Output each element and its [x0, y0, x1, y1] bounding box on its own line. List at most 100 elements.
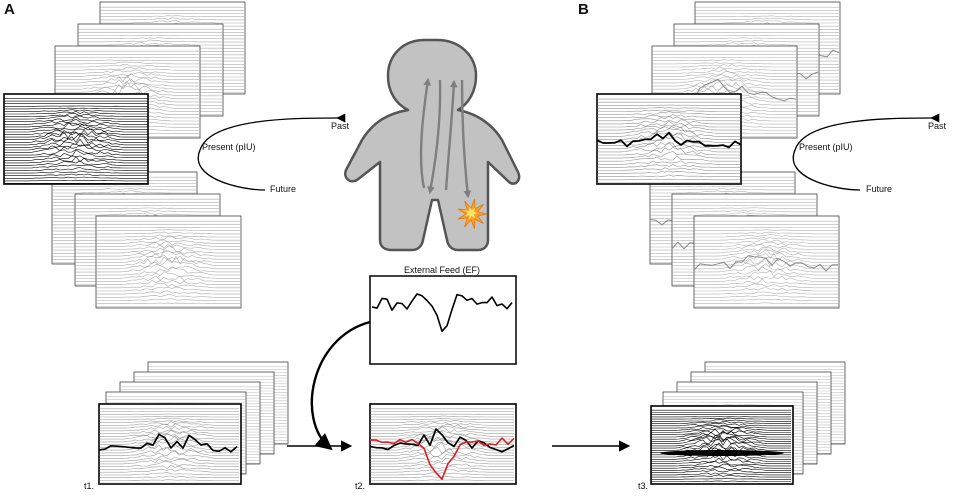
human-figure	[344, 38, 521, 252]
ridge-line	[597, 174, 741, 177]
ridge-line	[694, 298, 838, 301]
ridge-line	[695, 15, 839, 17]
ridge-line	[4, 176, 148, 179]
ridge-line	[650, 190, 794, 194]
ridge-line	[4, 143, 148, 153]
ridge-line	[99, 475, 239, 478]
ridge-line	[597, 119, 741, 125]
ridge-line	[55, 66, 199, 71]
ridge-line	[4, 144, 148, 151]
ridge-line	[96, 258, 240, 270]
signal-trace	[693, 255, 839, 272]
ridge-line	[96, 250, 240, 260]
ridge-line	[99, 479, 239, 481]
ridge-line	[597, 167, 741, 171]
ridge-line	[652, 79, 796, 90]
step-label-t2: t2.	[355, 481, 366, 491]
frame-border	[693, 215, 840, 309]
ridge-line	[99, 447, 239, 457]
ridge-line	[4, 122, 148, 130]
frame-border	[98, 403, 242, 485]
ridge-line	[99, 430, 239, 437]
ridge-line	[694, 276, 838, 282]
sensory-arrow-1	[419, 77, 432, 189]
ridge-line	[370, 435, 514, 443]
ridge-line	[694, 302, 838, 304]
ridge-line	[652, 68, 796, 74]
ridge-line	[99, 420, 239, 423]
t3-frame	[650, 405, 794, 485]
ridge-line	[96, 290, 240, 295]
ridge-line	[75, 210, 219, 213]
ridge-line	[96, 279, 240, 285]
t2-frame	[369, 403, 517, 485]
frame-content	[99, 408, 239, 484]
ridge-line	[695, 17, 839, 21]
ridge-line	[99, 461, 239, 468]
ridge-line	[96, 294, 240, 298]
ridge-line	[651, 428, 791, 433]
ridge-line	[651, 472, 791, 476]
ridge-line	[78, 39, 222, 43]
past-label-right: Past	[928, 121, 947, 131]
ridge-line	[55, 73, 199, 81]
ridge-line	[597, 131, 741, 143]
ridge-line	[597, 170, 741, 174]
ridge-line	[651, 424, 791, 429]
sensory-arrow-2	[427, 79, 442, 195]
ridge-line	[694, 241, 838, 247]
ridge-line	[4, 107, 148, 110]
ridge-line	[370, 415, 514, 418]
ridge-line	[370, 442, 514, 454]
external-feed-title: External Feed (EF)	[404, 265, 481, 275]
panel-label-b: B	[578, 1, 589, 18]
past-label-left: Past	[331, 121, 350, 131]
ridge-line	[96, 271, 240, 279]
ridge-line	[52, 188, 196, 191]
ridge-line	[96, 275, 240, 282]
ridge-line	[597, 110, 741, 112]
ridge-line	[4, 167, 148, 171]
ridge-line	[4, 173, 148, 176]
ridge-line	[651, 463, 791, 469]
ridge-line	[99, 425, 239, 432]
ridge-line	[694, 291, 838, 295]
ridge-line	[597, 160, 741, 165]
ridge-line	[651, 469, 791, 473]
ridge-line	[651, 477, 791, 480]
ridge-line	[4, 138, 148, 148]
ridge-line	[96, 298, 240, 301]
ridge-line	[370, 419, 514, 423]
ridge-line	[651, 430, 791, 438]
frame-content	[4, 98, 148, 184]
frame-border	[95, 215, 242, 309]
ridge-line	[4, 149, 148, 156]
ridge-line	[96, 229, 240, 231]
ridge-line	[96, 255, 240, 266]
step-label-t1: t1.	[84, 481, 95, 491]
ridge-line	[96, 263, 240, 273]
ridge-line	[96, 266, 240, 276]
ridge-line	[96, 240, 240, 247]
ridge-line	[694, 231, 838, 235]
ridge-line	[597, 128, 741, 137]
ridge-line	[694, 266, 838, 276]
ridge-line	[4, 131, 148, 141]
ridge-line	[96, 243, 240, 251]
ridge-line	[370, 454, 514, 462]
ridge-line	[694, 236, 838, 241]
ridge-line	[4, 121, 148, 128]
signal-trace	[596, 132, 742, 149]
sensory-arrow-4	[460, 79, 472, 199]
ridge-line	[674, 40, 818, 43]
ridge-line	[597, 107, 741, 109]
ridge-line	[694, 283, 838, 289]
ridge-line	[652, 62, 796, 65]
ridge-line	[99, 433, 239, 443]
ridge-line	[674, 42, 818, 46]
ridge-line	[4, 126, 148, 133]
ridge-line	[694, 294, 838, 298]
ridge-line	[78, 37, 222, 39]
ridge-line	[597, 115, 741, 122]
